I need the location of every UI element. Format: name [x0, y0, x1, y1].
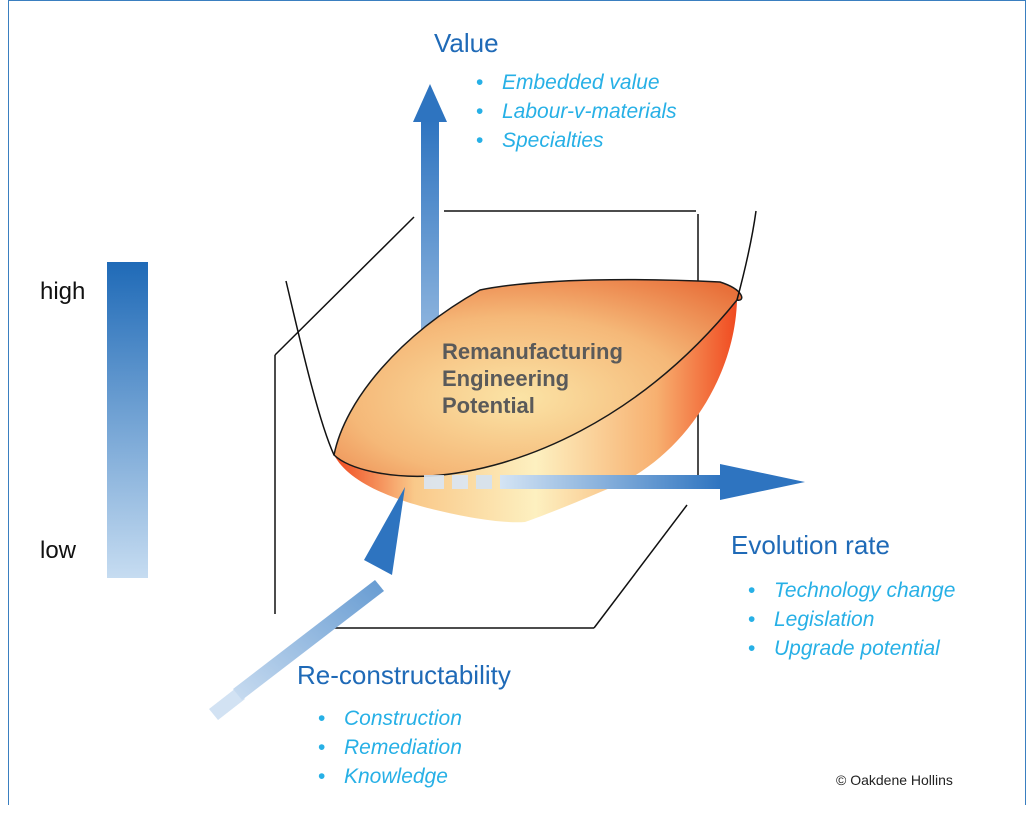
scale-low-label: low: [40, 537, 77, 564]
evolution-axis-title: Evolution rate: [731, 530, 890, 560]
diagram-frame: [8, 0, 1026, 805]
evolution-axis-arrow: [424, 464, 805, 500]
scale-high-label: high: [40, 278, 86, 305]
evolution-axis-list: •Technology change •Legislation •Upgrade…: [748, 576, 955, 663]
bullet-icon: •: [476, 129, 484, 152]
reconstructability-axis-arrow: [209, 487, 405, 720]
value-axis-list: •Embedded value •Labour-v-materials •Spe…: [476, 68, 677, 155]
bullet-icon: •: [748, 579, 756, 602]
list-item: •Technology change: [748, 576, 955, 605]
list-item: •Legislation: [748, 605, 955, 634]
center-label: Remanufacturing Engineering Potential: [442, 338, 623, 419]
list-item: •Embedded value: [476, 68, 677, 97]
bullet-icon: •: [748, 608, 756, 631]
list-item: •Knowledge: [318, 762, 462, 791]
reconstructability-axis-list: •Construction •Remediation •Knowledge: [318, 704, 462, 791]
copyright-notice: © Oakdene Hollins: [836, 772, 953, 788]
scale-bar: [107, 262, 148, 578]
bullet-icon: •: [318, 765, 326, 788]
center-label-line: Potential: [442, 393, 535, 418]
bullet-icon: •: [476, 100, 484, 123]
list-item: •Specialties: [476, 126, 677, 155]
center-label-line: Remanufacturing: [442, 339, 623, 364]
list-item: •Remediation: [318, 733, 462, 762]
center-label-line: Engineering: [442, 366, 570, 391]
reconstructability-axis-title: Re-constructability: [297, 660, 511, 690]
surface-outline-curves: [285, 210, 757, 456]
bullet-icon: •: [748, 637, 756, 660]
list-item: •Labour-v-materials: [476, 97, 677, 126]
value-axis-title: Value: [434, 28, 499, 58]
bullet-icon: •: [318, 736, 326, 759]
bullet-icon: •: [318, 707, 326, 730]
bullet-icon: •: [476, 71, 484, 94]
list-item: •Construction: [318, 704, 462, 733]
list-item: •Upgrade potential: [748, 634, 955, 663]
